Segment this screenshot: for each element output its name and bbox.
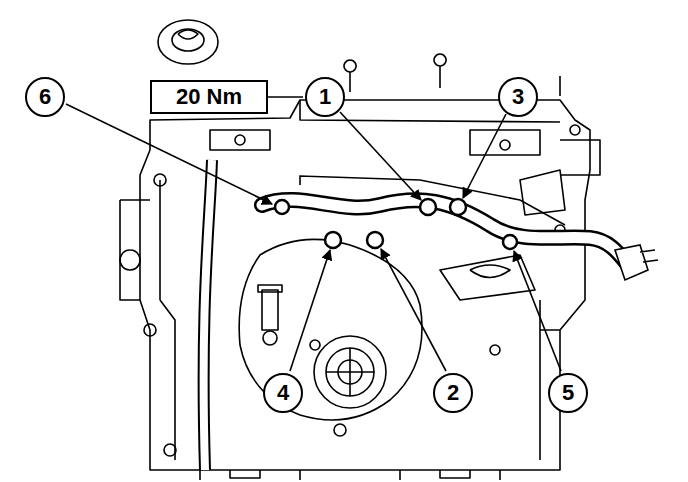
callout-circle: 3 [498,77,538,117]
callout-circle: 2 [433,373,473,413]
callout-circle: 6 [25,77,65,117]
callout-circle: 5 [548,373,588,413]
engine-block [120,20,600,480]
callout-number: 2 [447,382,459,404]
callout-number: 5 [562,382,574,404]
bolt-heads [275,199,517,249]
callout-circle: 1 [305,77,345,117]
leader-lines [66,97,561,371]
callout-number: 4 [277,382,289,404]
callout-number: 3 [512,86,524,108]
callout-number: 6 [39,86,51,108]
torque-label-box: 20 Nm [150,80,268,114]
callout-number: 1 [319,86,331,108]
torque-value: 20 Nm [176,86,242,108]
coolant-pipe [204,160,212,470]
fuel-rail [262,176,658,280]
callout-circle: 4 [263,373,303,413]
